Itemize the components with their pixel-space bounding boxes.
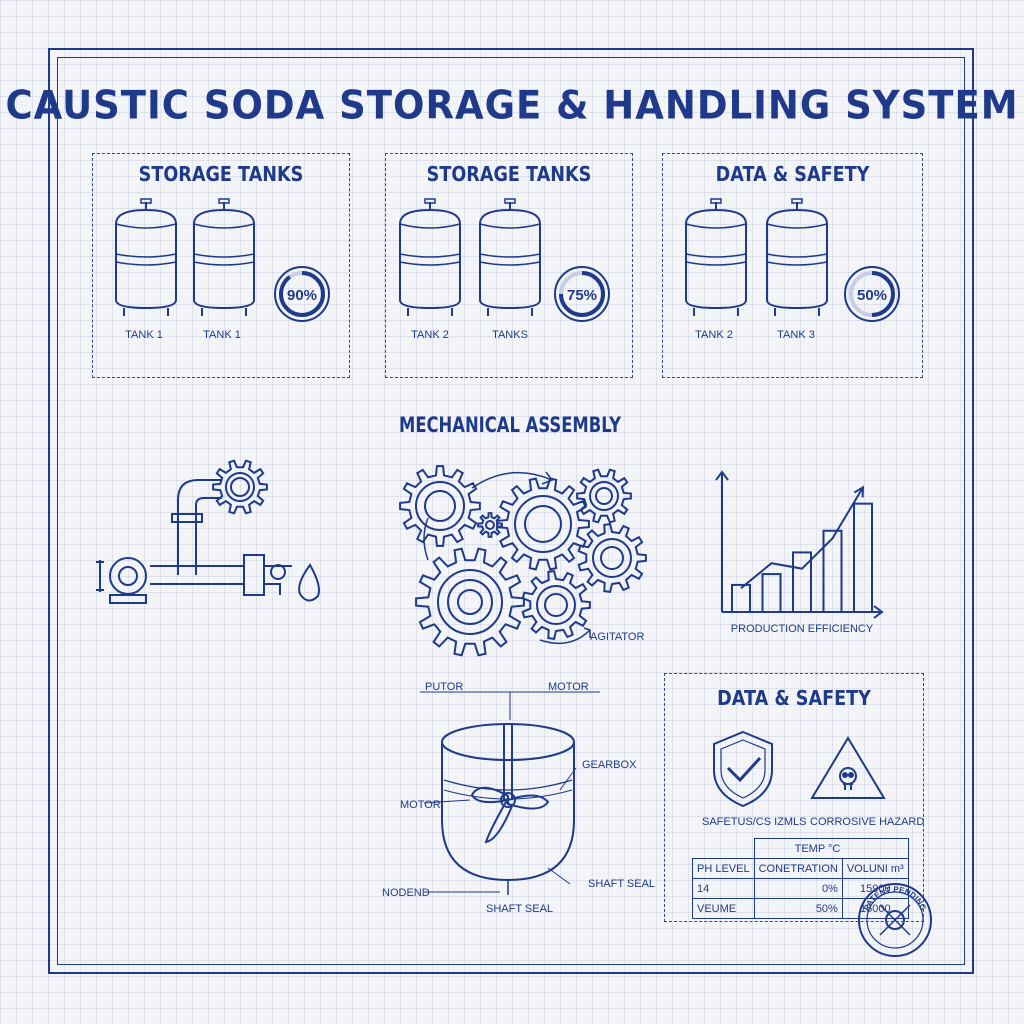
table-header-row: TEMP °C (693, 838, 909, 859)
level-gauge-3: 50% (844, 266, 900, 322)
gear-icon (415, 547, 525, 657)
gear-icon (496, 477, 590, 571)
table-row: PH LEVEL CONETRATION VOLUNI m³ (692, 858, 909, 879)
mechanical-assembly-title: MECHANICAL ASSEMBLY (399, 413, 622, 437)
table-cell (693, 839, 755, 859)
panel-title: STORAGE TANKS (138, 162, 304, 186)
tank-label: TANK 1 (203, 329, 241, 341)
skull-hazard-icon (810, 736, 886, 799)
gear-icon (212, 459, 268, 515)
tank-icon (685, 198, 747, 317)
tank-label: TANKS (492, 329, 528, 341)
chart-label: PRODUCTION EFFICIENCY (731, 623, 874, 635)
tank-icon (479, 198, 541, 317)
tank-label: TANK 1 (125, 329, 163, 341)
gauge-label: 75% (567, 287, 597, 304)
table-row: 14 0% 15900 (692, 878, 909, 899)
data-table: TEMP °C PH LEVEL CONETRATION VOLUNI m³ 1… (692, 838, 909, 919)
table-header-cell: TEMP °C (753, 838, 909, 859)
vessel-label-shaft-seal-right: SHAFT SEAL (588, 878, 655, 890)
vessel-label-gearbox: GEARBOX (582, 759, 637, 771)
table-row: VEUME 50% 15000 (692, 898, 909, 919)
x-axis-arrow (873, 605, 884, 619)
table-cell: 15000 (841, 898, 909, 919)
vessel-label-motor-top: MOTOR (548, 681, 589, 693)
gear-icon (212, 459, 268, 515)
trend-arrow (853, 485, 865, 498)
production-efficiency-chart (715, 470, 884, 619)
tank-icon (399, 198, 461, 317)
data-safety-panel-top: DATA & SAFETY (662, 153, 923, 378)
chart-bar (731, 583, 751, 614)
pump-piping-diagram (96, 479, 320, 604)
vessel-label-shaft-seal-bottom: SHAFT SEAL (486, 903, 553, 915)
vessel-leader-lines (420, 691, 600, 893)
gear-icon (576, 468, 632, 524)
hazard-label: CORROSIVE HAZARD (810, 816, 925, 828)
panel-title: DATA & SAFETY (717, 686, 871, 710)
table-cell: 15900 (841, 878, 909, 899)
gear-icon (521, 569, 591, 641)
tank-icon (766, 198, 828, 317)
panel-title: STORAGE TANKS (426, 162, 592, 186)
table-cell: 50% (753, 898, 843, 919)
page-title: CAUSTIC SODA STORAGE & HANDLING SYSTEM (5, 82, 1019, 129)
data-safety-panel: DATA & SAFETY (664, 673, 924, 922)
chart-bar (761, 573, 782, 613)
table-cell: CONETRATION (753, 858, 843, 879)
chart-bar (792, 551, 812, 614)
table-cell: VEUME (692, 898, 755, 919)
panel-title: DATA & SAFETY (715, 162, 870, 186)
tank-label: TANK 2 (695, 329, 733, 341)
tank-label: TANK 2 (411, 329, 449, 341)
y-axis-arrow (715, 470, 729, 481)
level-gauge-1: 90% (274, 266, 330, 322)
tank-label: TANK 3 (777, 329, 815, 341)
table-cell: 0% (753, 878, 843, 899)
storage-tanks-panel-1: STORAGE TANKS (92, 153, 350, 378)
vessel-label-motor-left: MOTOR (400, 799, 441, 811)
outer-frame (48, 48, 974, 974)
gear-icon (477, 512, 503, 538)
inner-frame (57, 57, 965, 965)
gear-icon (577, 522, 647, 594)
level-gauge-2: 75% (554, 266, 610, 322)
rotation-arrows (423, 471, 591, 645)
chart-bar (822, 529, 843, 613)
gauge-label: 50% (857, 287, 887, 304)
agitator-label: AGITATOR (590, 631, 644, 643)
shield-label: SAFETUS/CS IZMLS (702, 816, 807, 828)
tank-icon (193, 198, 255, 317)
storage-tanks-panel-2: STORAGE TANKS (385, 153, 633, 378)
table-cell: VOLUNI m³ (841, 858, 909, 879)
vessel-label-nodend: NODEND (382, 887, 430, 899)
shield-check-icon (713, 730, 773, 808)
trend-line (740, 486, 864, 589)
agitator-vessel-diagram (441, 723, 575, 895)
table-cell: PH LEVEL (692, 858, 755, 879)
tank-icon (115, 198, 177, 317)
gears-cluster (399, 465, 647, 657)
gauge-label: 90% (287, 287, 317, 304)
gear-icon (399, 465, 481, 547)
vessel-label-putor: PUTOR (425, 681, 463, 693)
table-cell: 14 (692, 878, 755, 899)
chart-bar (853, 502, 873, 613)
